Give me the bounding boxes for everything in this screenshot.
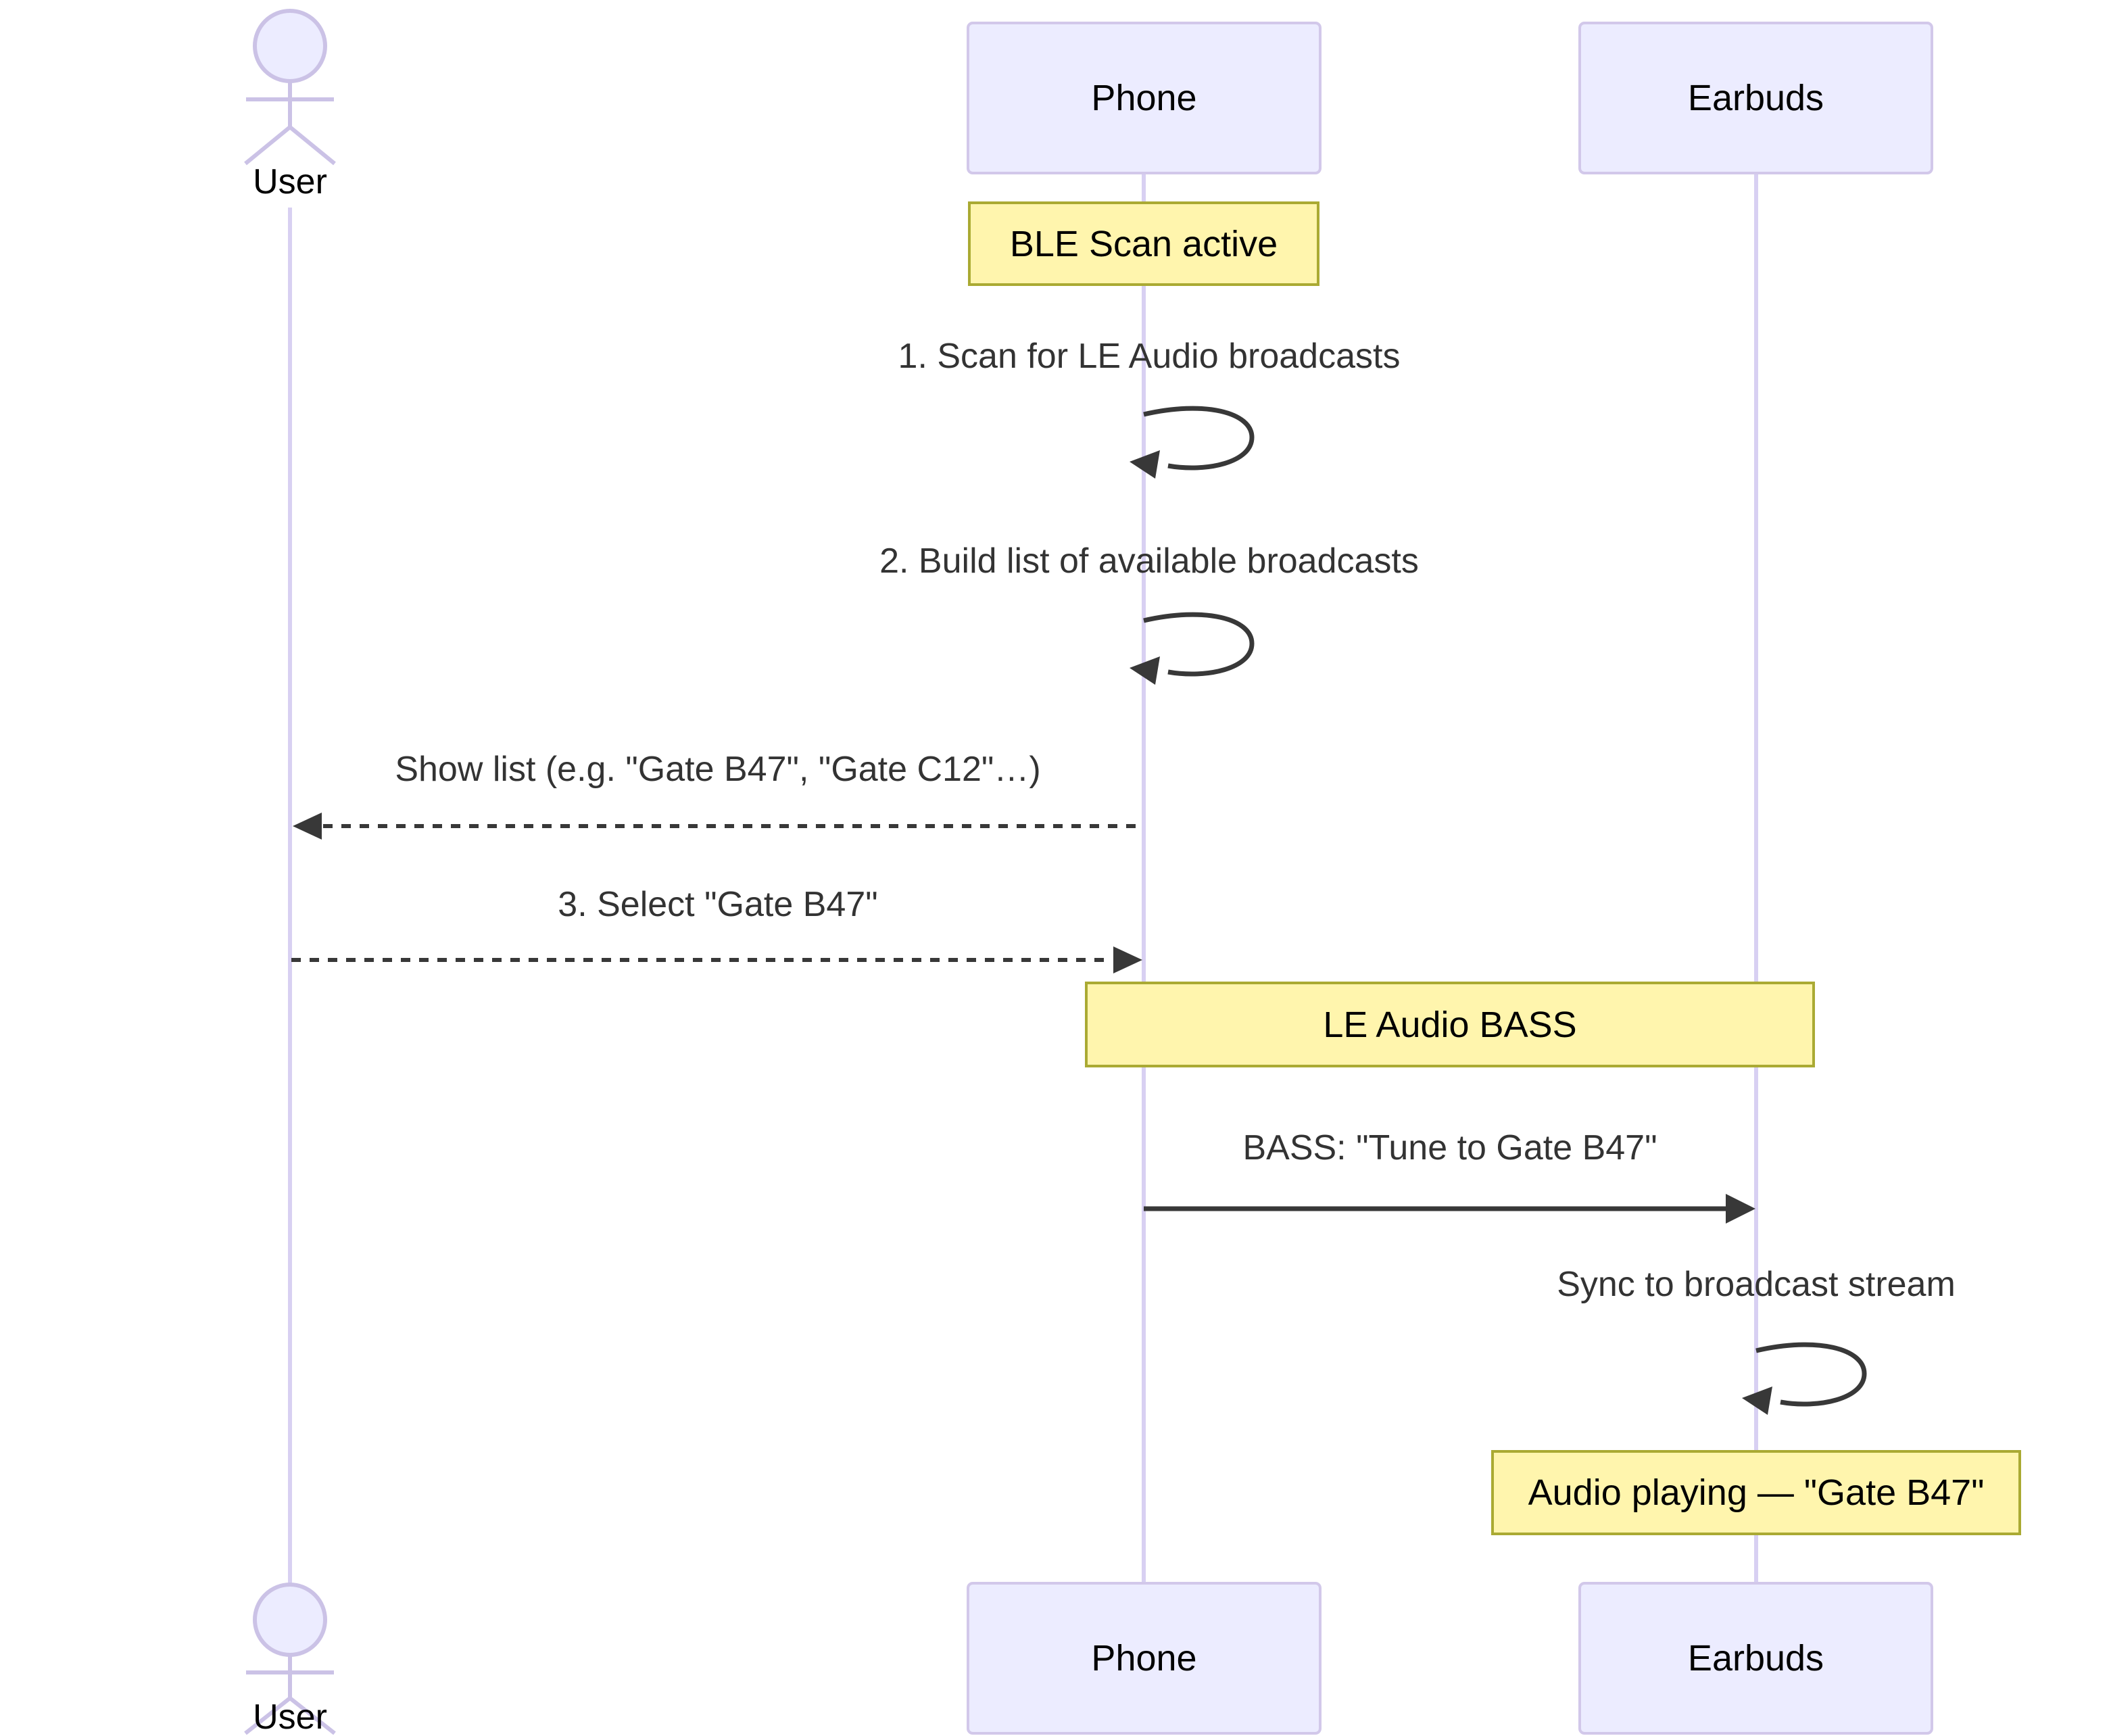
arrowhead [1130, 656, 1160, 685]
arrowhead [1130, 450, 1160, 479]
participant-box-earbuds-top: Earbuds [1578, 22, 1933, 174]
self-loop-sync-arrow [1742, 1342, 1867, 1415]
participant-box-phone-bottom: Phone [967, 1582, 1322, 1735]
actor-leg-right [289, 1696, 336, 1735]
participant-label: Earbuds [1687, 1638, 1824, 1679]
actor-label-user-bottom: User [253, 1697, 327, 1736]
participant-label: Earbuds [1687, 78, 1824, 118]
select-gate-arrow [291, 946, 1142, 973]
actor-figure-user-bottom [244, 1583, 336, 1735]
participant-label: Phone [1091, 1638, 1197, 1679]
arrowhead [1113, 946, 1142, 973]
note-le-audio-bass: LE Audio BASS [1085, 982, 1815, 1067]
participant-box-earbuds-bottom: Earbuds [1578, 1582, 1933, 1735]
self-loop-scan-arrow [1130, 406, 1255, 479]
message-bass-tune: BASS: "Tune to Gate B47" [1242, 1128, 1657, 1167]
note-audio-playing: Audio playing — "Gate B47" [1491, 1450, 2021, 1535]
self-loop-build-list-arrow [1130, 612, 1255, 685]
arrowhead [1726, 1194, 1755, 1224]
arrowhead [293, 813, 322, 840]
actor-head [253, 9, 327, 83]
participant-label: Phone [1091, 78, 1197, 118]
message-scan-broadcasts: 1. Scan for LE Audio broadcasts [898, 337, 1401, 376]
actor-leg-left [244, 1696, 291, 1735]
message-build-list: 2. Build list of available broadcasts [879, 541, 1419, 581]
bass-tune-arrow [1144, 1194, 1755, 1224]
actor-label-user-top: User [253, 162, 327, 201]
participant-box-phone-top: Phone [967, 22, 1322, 174]
show-list-arrow [293, 813, 1144, 840]
arrowhead [1742, 1387, 1772, 1415]
actor-figure-user-top [244, 9, 336, 166]
note-text: BLE Scan active [1009, 223, 1278, 264]
note-text: LE Audio BASS [1323, 1004, 1577, 1045]
actor-leg-left [244, 125, 291, 166]
message-select-gate: 3. Select "Gate B47" [558, 885, 878, 924]
note-text: Audio playing — "Gate B47" [1528, 1472, 1985, 1513]
message-sync-stream: Sync to broadcast stream [1557, 1265, 1956, 1304]
note-ble-scan-active: BLE Scan active [968, 201, 1319, 286]
message-show-list: Show list (e.g. "Gate B47", "Gate C12"…) [395, 750, 1041, 789]
actor-leg-right [289, 125, 336, 166]
actor-head [253, 1583, 327, 1657]
